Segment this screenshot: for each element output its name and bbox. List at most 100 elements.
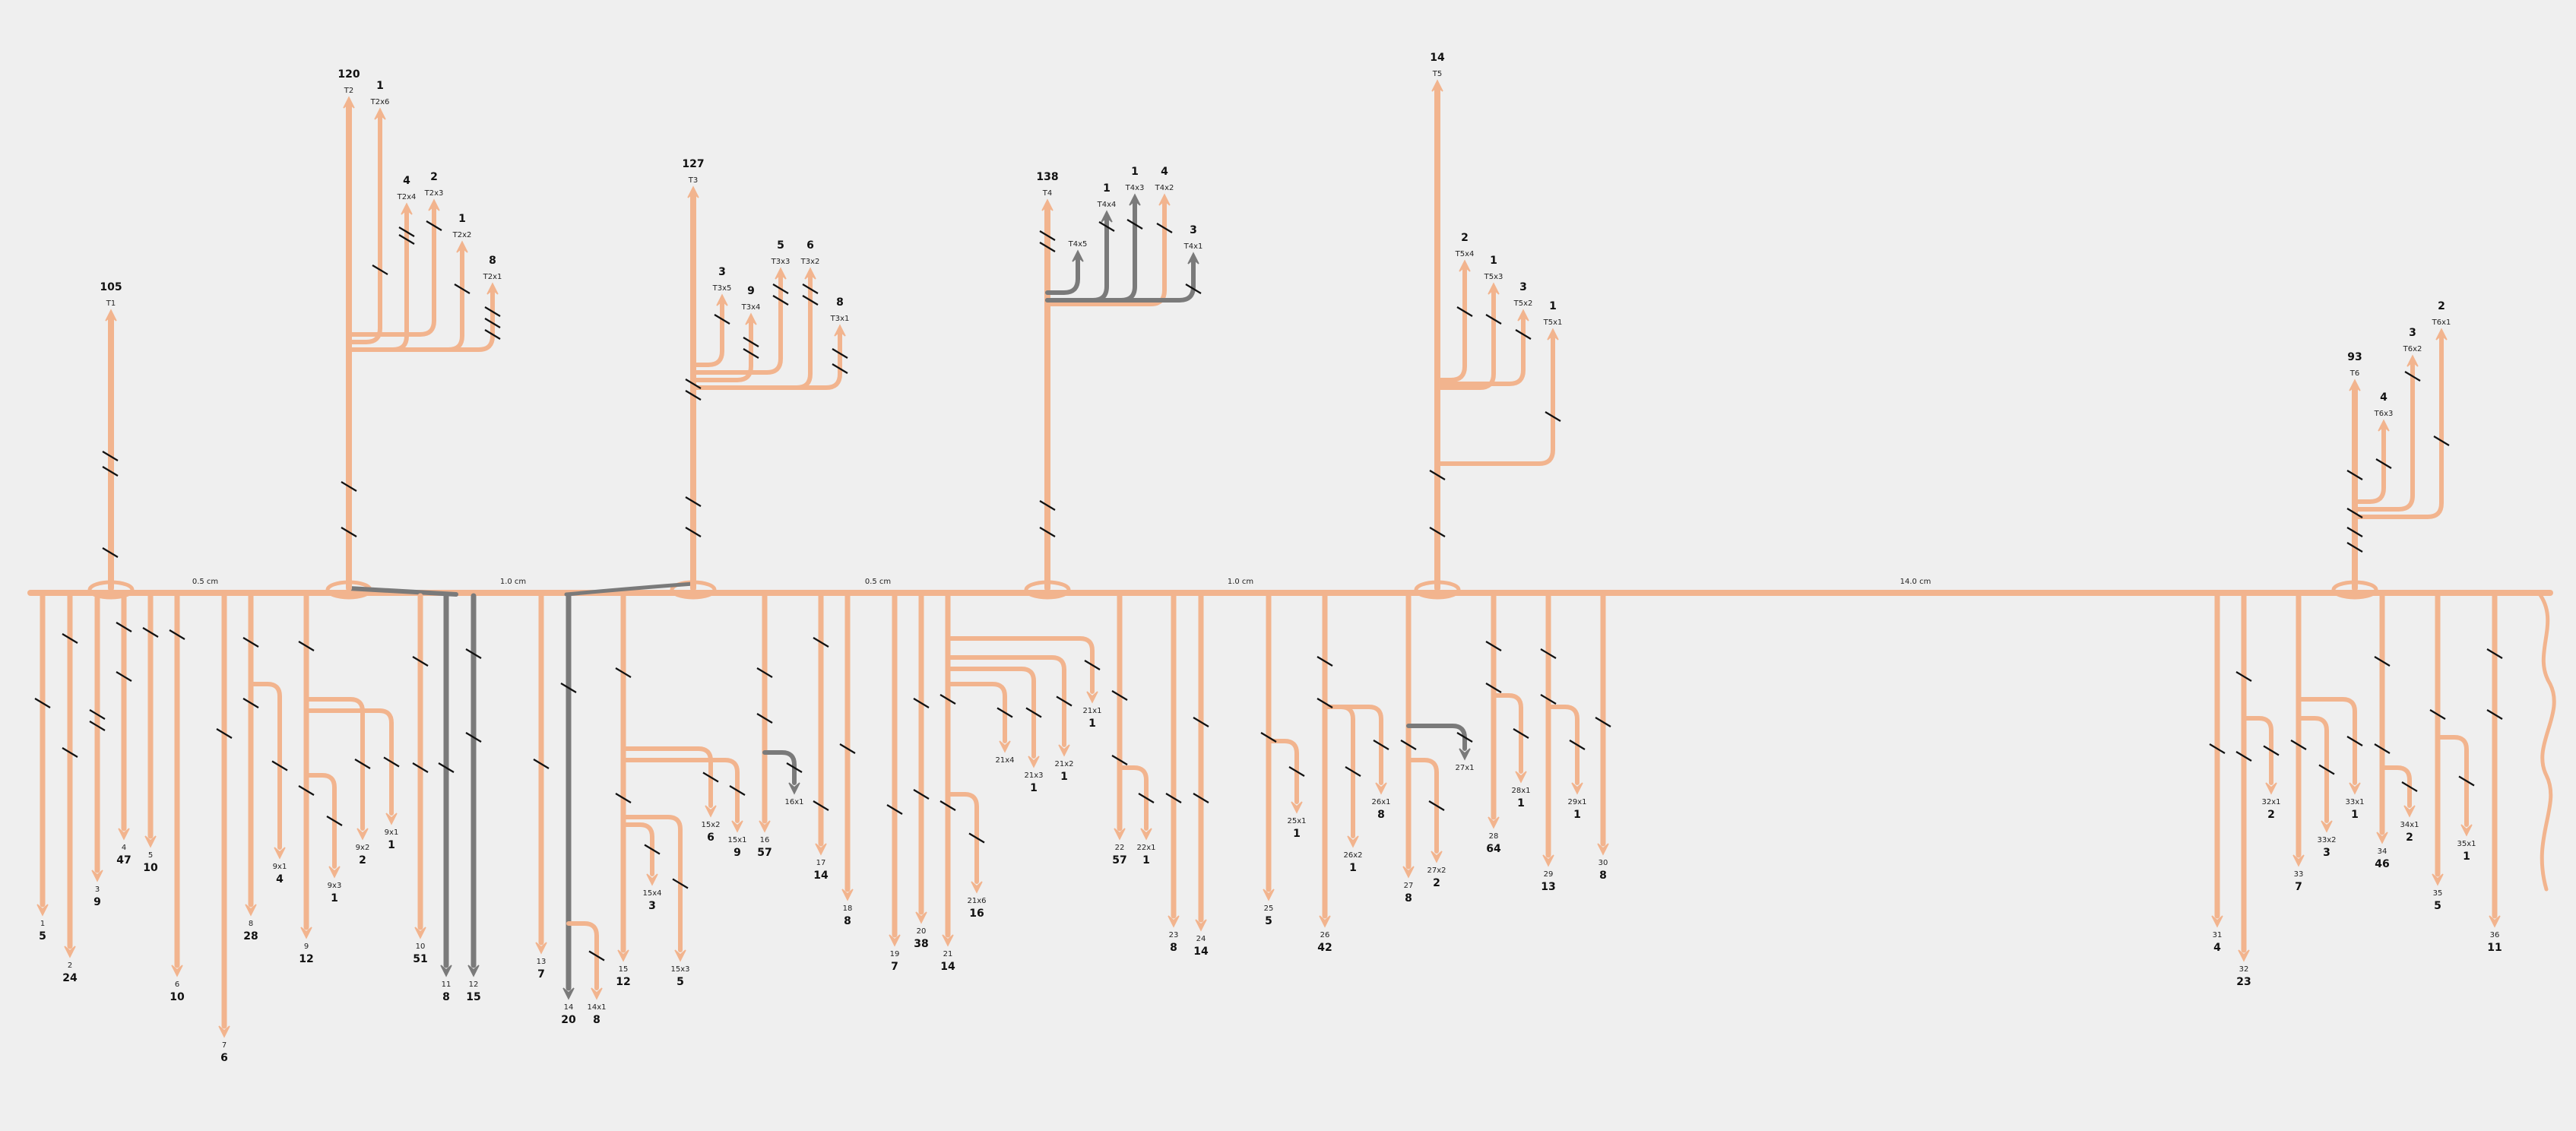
root-count-label: 9 [93, 896, 101, 908]
cut-mark [913, 789, 930, 800]
tiller-count-label: 105 [100, 281, 122, 293]
branch-tip [775, 267, 787, 280]
root-count-label: 47 [116, 854, 131, 866]
branch-count-label: 8 [836, 296, 844, 309]
cut-mark [372, 265, 388, 275]
root-id-label: 13 [537, 958, 547, 966]
root-tip [1488, 816, 1500, 829]
root-tip [1263, 889, 1275, 901]
cut-mark [886, 804, 903, 815]
root-branch-33x1 [2296, 697, 2357, 785]
segment-length-label: 1.0 cm [500, 578, 526, 586]
root-tip [617, 949, 629, 962]
branch-id-label: T2x2 [452, 231, 472, 239]
cut-mark [1165, 793, 1182, 803]
branch-tip [788, 782, 800, 795]
tiller-branch-T4x3 [1045, 201, 1137, 303]
branch-count-label: 1 [1131, 166, 1139, 178]
cut-mark [1098, 221, 1115, 232]
segment-length-label: 1.0 cm [1228, 578, 1253, 586]
cut-mark [968, 832, 985, 844]
root-branch-29x1 [1546, 705, 1580, 785]
cut-mark [1111, 690, 1128, 701]
cut-mark [772, 284, 789, 294]
branch-tip [328, 866, 341, 879]
branch-count-label: 1 [376, 80, 384, 92]
branch-tip [1431, 851, 1443, 863]
cut-mark [62, 747, 78, 758]
cut-mark [533, 759, 550, 769]
branch-count-label: 3 [1519, 281, 1527, 293]
root-id-label: 29 [1544, 870, 1554, 879]
root-id-label: 14 [564, 1003, 574, 1012]
branch-tip [1488, 282, 1500, 295]
cut-mark [729, 785, 746, 796]
branch-id-label: 16x1 [784, 798, 803, 806]
cut-mark [743, 348, 759, 359]
segment-length-label: 0.5 cm [192, 578, 218, 586]
tiller-tip [2349, 379, 2361, 391]
cut-mark [1039, 500, 1056, 511]
root-branch-32x1 [2242, 716, 2273, 785]
cut-mark [34, 698, 51, 708]
tiller-count-label: 127 [682, 158, 704, 170]
branch-id-label: T3x3 [771, 258, 791, 266]
cut-mark [2209, 743, 2226, 754]
cut-mark [1156, 223, 1173, 233]
root-tip [1402, 866, 1415, 879]
cut-mark [454, 284, 471, 294]
branch-count-label: 1 [388, 839, 395, 851]
root-count-label: 4 [2213, 942, 2221, 954]
branch-count-label: 16 [969, 908, 984, 920]
root-branch-28x1 [1491, 693, 1523, 774]
cut-mark [802, 295, 819, 306]
branch-count-label: 1 [2351, 809, 2359, 821]
root-count-label: 57 [757, 847, 772, 859]
tiller-branch-T3x4 [691, 321, 753, 382]
cut-mark [1456, 732, 1473, 743]
root-tip [1542, 854, 1554, 867]
tiller-id-label: T1 [106, 299, 116, 308]
root-id-label: 7 [222, 1041, 227, 1050]
tiller-branch-T2x6 [347, 116, 382, 344]
cut-mark [685, 379, 702, 389]
tiller-tip [105, 309, 117, 322]
root-id-label: 19 [890, 950, 900, 958]
root-id-label: 18 [843, 904, 853, 913]
branch-id-label: T3x5 [712, 284, 732, 293]
root-tip [2211, 915, 2223, 928]
branch-count-label: 2 [1433, 877, 1440, 889]
branch-id-label: 9x2 [356, 844, 370, 852]
root-tip [440, 965, 452, 977]
cut-mark [615, 667, 632, 678]
cut-mark [743, 337, 759, 347]
branch-count-label: 1 [1490, 255, 1497, 267]
branch-id-label: 26x2 [1343, 851, 1362, 860]
root-count-label: 5 [1265, 915, 1272, 927]
branch-id-label: 15x1 [727, 836, 746, 844]
root-tip [2292, 854, 2305, 867]
branch-tip [2378, 419, 2390, 432]
root-count-label: 5 [2434, 900, 2441, 912]
branch-tip [1547, 328, 1559, 341]
root-id-label: 23 [1169, 931, 1179, 939]
branch-tip [731, 820, 743, 833]
branch-count-label: 3 [1190, 224, 1197, 236]
cut-mark [1025, 707, 1042, 718]
cut-mark [2486, 709, 2503, 720]
branch-id-label: 21x3 [1024, 771, 1043, 780]
cut-mark [438, 762, 455, 773]
branch-tip [971, 881, 983, 894]
branch-count-label: 9 [734, 847, 741, 859]
cut-mark [216, 728, 233, 739]
root-count-label: 20 [561, 1014, 576, 1026]
tiller-branch-T3x5 [691, 302, 724, 367]
branch-count-label: 3 [2409, 327, 2416, 339]
tiller-id-label: T3 [688, 176, 698, 185]
root-count-label: 7 [2295, 881, 2302, 893]
tiller-branch-T2x3 [347, 207, 436, 337]
cut-mark [1288, 766, 1305, 777]
branch-tip [1517, 309, 1529, 322]
branch-id-label: 21x1 [1082, 707, 1101, 715]
tiller-branch-T5x4 [1435, 268, 1467, 382]
